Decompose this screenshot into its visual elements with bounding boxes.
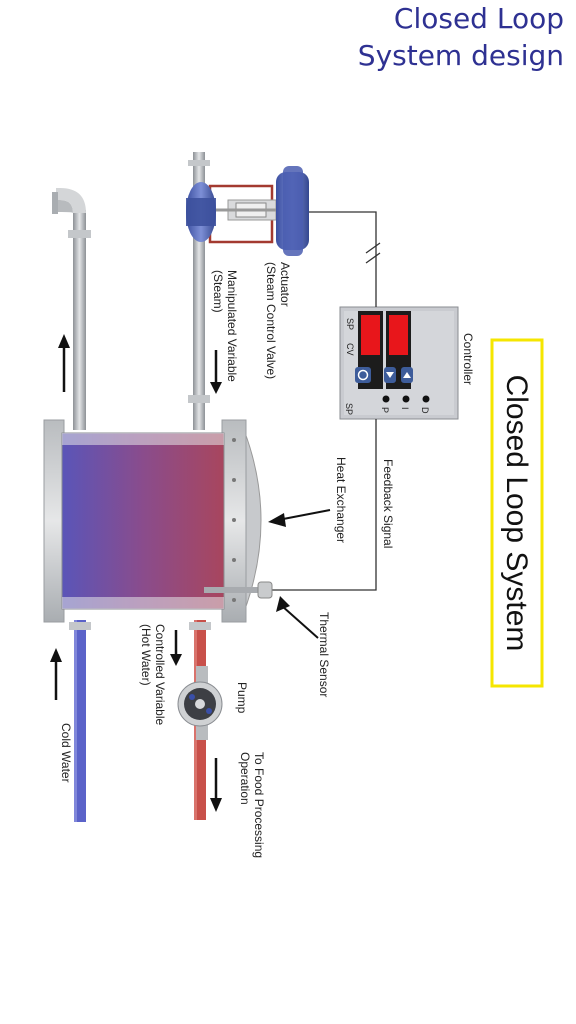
sp-bottom-label: SP (344, 403, 354, 415)
cold-water-flow-arrow-icon (50, 648, 62, 700)
controller: SP CV SP P I D (339, 306, 459, 420)
pump-label: Pump (235, 682, 249, 714)
thermal-sensor-label: Thermal Sensor (317, 612, 331, 697)
heat-exchanger-label: Heat Exchanger (334, 457, 348, 543)
actuator-signal-line (308, 211, 377, 307)
thermal-sensor-pointer (276, 596, 319, 639)
manipulated-variable-label: Manipulated Variable (225, 270, 239, 382)
hot-water-flow-arrow-icon (170, 630, 182, 666)
exhaust-pipe (52, 188, 91, 430)
page-title-line-1: Closed Loop (393, 2, 564, 35)
exhaust-flow-arrow-icon (58, 334, 70, 392)
food-processing-label: To Food Processing (252, 752, 266, 858)
thermal-sensor (204, 581, 273, 599)
cold-water-pipe (69, 620, 91, 822)
controlled-variable-label: Controlled Variable (153, 624, 167, 725)
closed-loop-banner: Closed Loop System (490, 338, 544, 688)
refresh-icon (357, 369, 369, 381)
down-arrow-icon (386, 372, 394, 378)
reset-key (355, 367, 371, 383)
actuator-sub-label: (Steam Control Valve) (264, 262, 278, 379)
actuator-label: Actuator (278, 262, 292, 307)
pump (177, 666, 223, 740)
i-indicator (402, 395, 410, 403)
p-indicator (382, 395, 390, 403)
d-indicator (422, 395, 430, 403)
feedback-signal-line (268, 419, 377, 591)
steam-control-valve (186, 166, 309, 256)
sp-label: SP (345, 318, 355, 330)
food-processing-sub-label: Operation (238, 752, 252, 805)
up-arrow-icon (403, 372, 411, 378)
d-label: D (420, 407, 430, 414)
i-label: I (400, 407, 410, 410)
heat-exchanger-pointer (268, 509, 331, 527)
controlled-variable-sub-label: (Hot Water) (139, 624, 153, 686)
page-title: Closed Loop System design (264, 0, 564, 74)
p-label: P (380, 407, 390, 413)
banner-text: Closed Loop System (500, 375, 533, 652)
steam-flow-arrow-icon (210, 350, 222, 394)
manipulated-variable-sub-label: (Steam) (211, 270, 225, 313)
cold-water-label: Cold Water (59, 723, 73, 783)
controller-label: Controller (461, 333, 475, 385)
cv-label: CV (345, 343, 355, 356)
signal-wires (268, 211, 381, 591)
feedback-label: Feedback Signal (381, 459, 395, 548)
page-title-line-2: System design (357, 39, 564, 72)
food-processing-arrow-icon (210, 758, 222, 812)
